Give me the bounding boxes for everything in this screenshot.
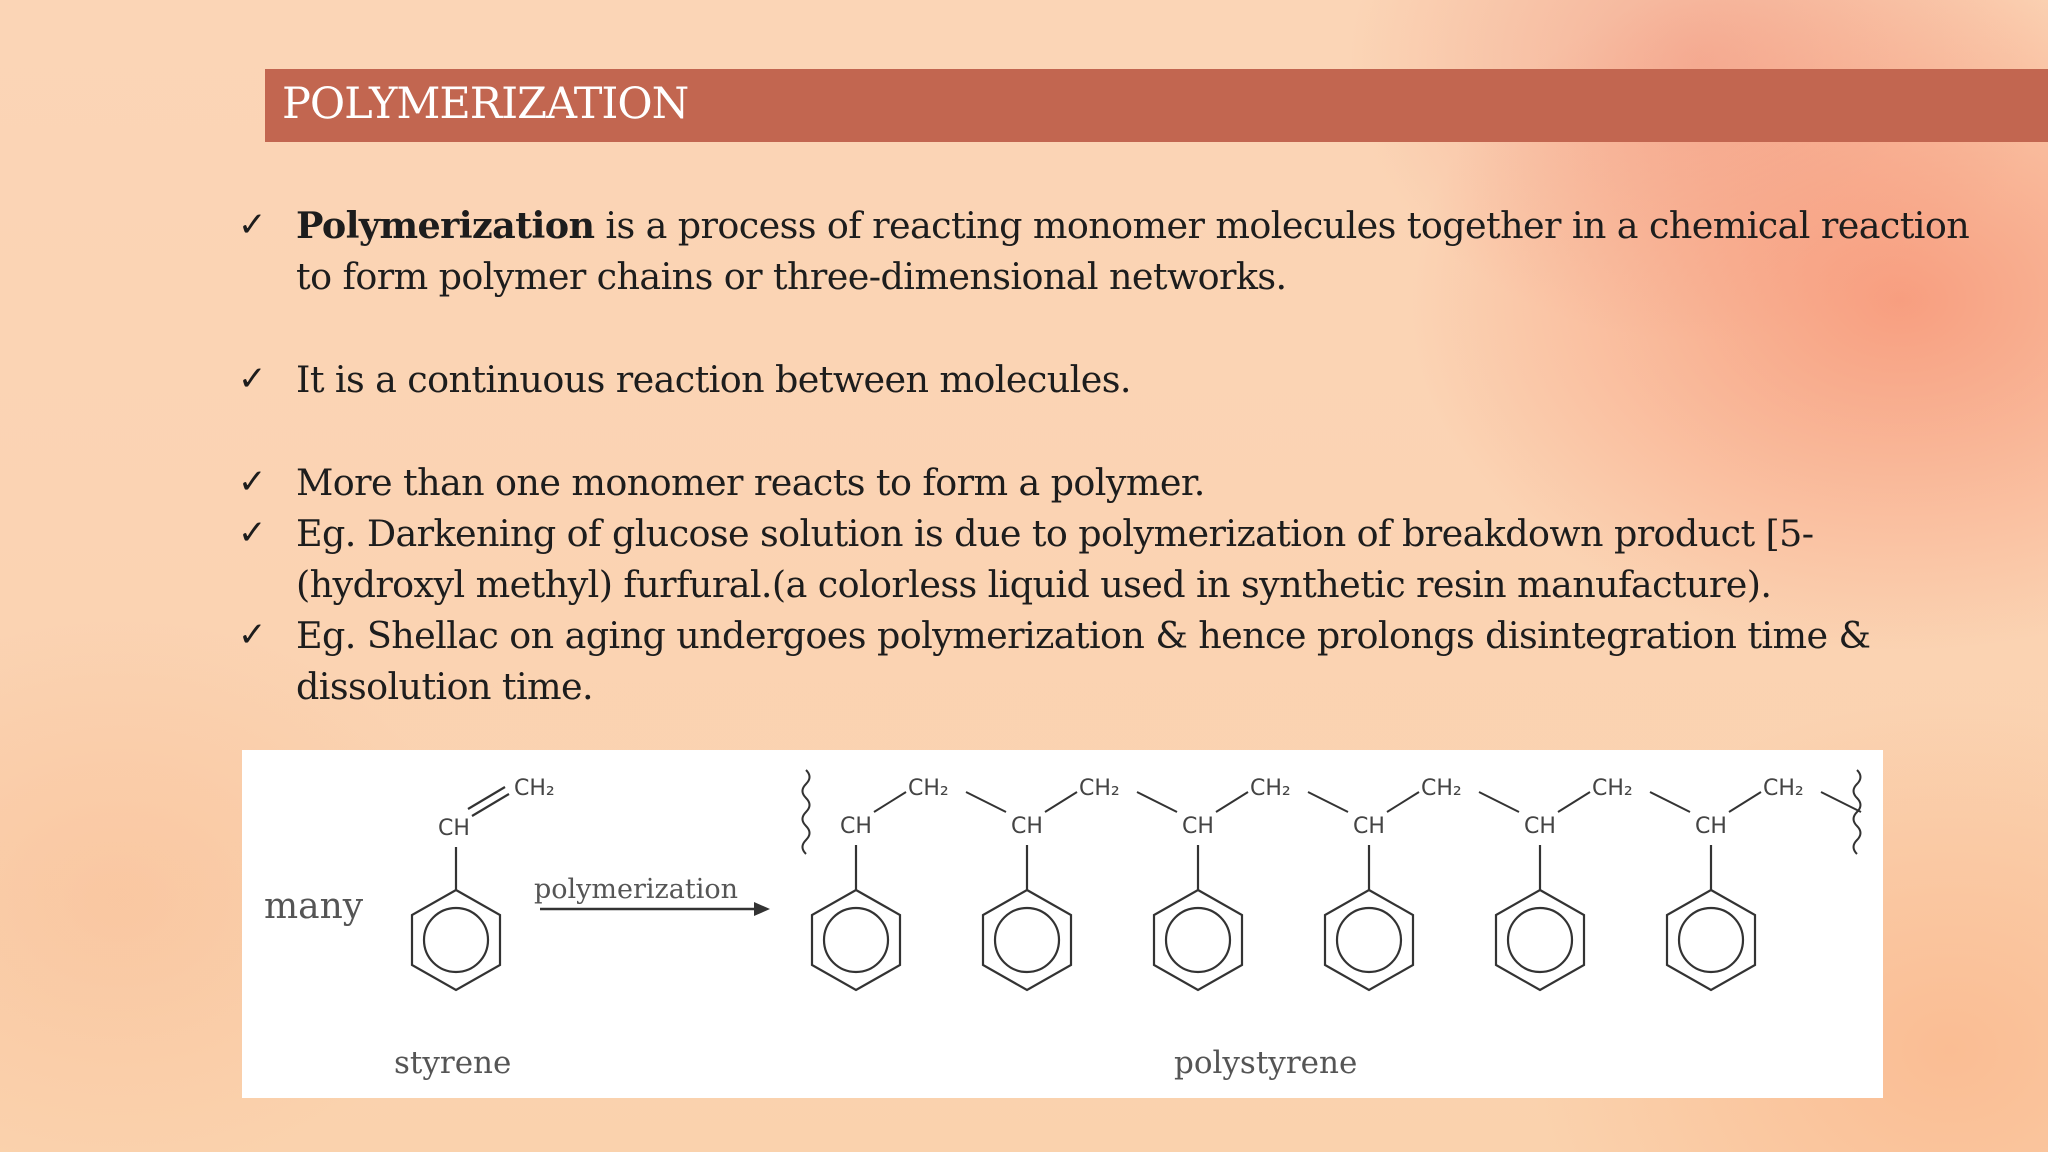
backbone-bond [1307, 791, 1349, 813]
backbone-bond [1044, 791, 1078, 813]
backbone-bond [965, 791, 1007, 813]
benzene-ring [810, 888, 902, 992]
benzene-ring-circle [993, 906, 1061, 974]
arrow-label: polymerization [534, 874, 738, 905]
ch-label: CH [1524, 814, 1556, 839]
bullet-item: ✓ Eg. Shellac on aging undergoes polymer… [238, 610, 1978, 712]
benzene-ring-circle [822, 906, 890, 974]
ch2-label: CH₂ [1250, 776, 1291, 801]
backbone-bond [1386, 791, 1420, 813]
polymerization-diagram: many polymerization styrene polystyrene … [242, 750, 1883, 1098]
benzene-ring-circle [1506, 906, 1574, 974]
bullet-item: ✓ Polymerization is a process of reactin… [238, 200, 1978, 302]
backbone-bond [1136, 791, 1178, 813]
backbone-bond [1728, 791, 1762, 813]
ch2-label: CH₂ [514, 776, 555, 801]
ch2-label: CH₂ [908, 776, 949, 801]
checkmark-icon: ✓ [238, 205, 266, 245]
ch2-label: CH₂ [1079, 776, 1120, 801]
ch2-label: CH₂ [1592, 776, 1633, 801]
ch2-label: CH₂ [1421, 776, 1462, 801]
checkmark-icon: ✓ [238, 359, 266, 399]
styrene-molecule [410, 786, 510, 992]
styrene-polymerization-svg: many polymerization styrene polystyrene … [264, 769, 1862, 1081]
ch-label: CH [1011, 814, 1043, 839]
many-label: many [264, 886, 364, 927]
ch-label: CH [1695, 814, 1727, 839]
benzene-ring [1323, 888, 1415, 992]
benzene-ring [1665, 888, 1757, 992]
ch-label: CH [1353, 814, 1385, 839]
ch-label: CH [438, 816, 470, 841]
bullet-text: is a process of reacting monomer molecul… [296, 204, 1970, 298]
monomer-label: styrene [394, 1045, 511, 1081]
checkmark-icon: ✓ [238, 513, 266, 553]
bullet-item: ✓ It is a continuous reaction between mo… [238, 354, 1978, 405]
ch2-label: CH₂ [1763, 776, 1804, 801]
slide-title: POLYMERIZATION [282, 79, 689, 129]
bullet-text: Eg. Darkening of glucose solution is due… [296, 512, 1814, 606]
bullet-bold-term: Polymerization [296, 204, 595, 247]
bullet-text: More than one monomer reacts to form a p… [296, 461, 1205, 504]
backbone-bond [1215, 791, 1249, 813]
backbone-bond [873, 791, 907, 813]
benzene-ring-circle [1677, 906, 1745, 974]
bullet-list: ✓ Polymerization is a process of reactin… [238, 200, 1978, 712]
benzene-ring-circle [1164, 906, 1232, 974]
benzene-ring [981, 888, 1073, 992]
title-bar: POLYMERIZATION [265, 69, 2048, 142]
backbone-bond [1557, 791, 1591, 813]
bullet-text: Eg. Shellac on aging undergoes polymeriz… [296, 614, 1871, 708]
checkmark-icon: ✓ [238, 462, 266, 502]
ch-label: CH [1182, 814, 1214, 839]
bullet-item: ✓ Eg. Darkening of glucose solution is d… [238, 508, 1978, 610]
chain-end-wave-icon [1852, 769, 1862, 855]
bullet-text: It is a continuous reaction between mole… [296, 358, 1131, 401]
benzene-ring-circle [1335, 906, 1403, 974]
bullet-item: ✓ More than one monomer reacts to form a… [238, 457, 1978, 508]
arrowhead-icon [754, 902, 770, 916]
polystyrene-chain: CH CH₂ CH CH₂ CH CH₂ CH CH₂ CH CH₂ CH CH₂ [801, 769, 1862, 992]
polymer-label: polystyrene [1174, 1045, 1357, 1081]
backbone-bond [1478, 791, 1520, 813]
checkmark-icon: ✓ [238, 615, 266, 655]
benzene-ring [1152, 888, 1244, 992]
ch-label: CH [840, 814, 872, 839]
chain-end-wave-icon [801, 769, 811, 855]
backbone-bond [1820, 791, 1862, 813]
benzene-ring [1494, 888, 1586, 992]
backbone-bond [1649, 791, 1691, 813]
